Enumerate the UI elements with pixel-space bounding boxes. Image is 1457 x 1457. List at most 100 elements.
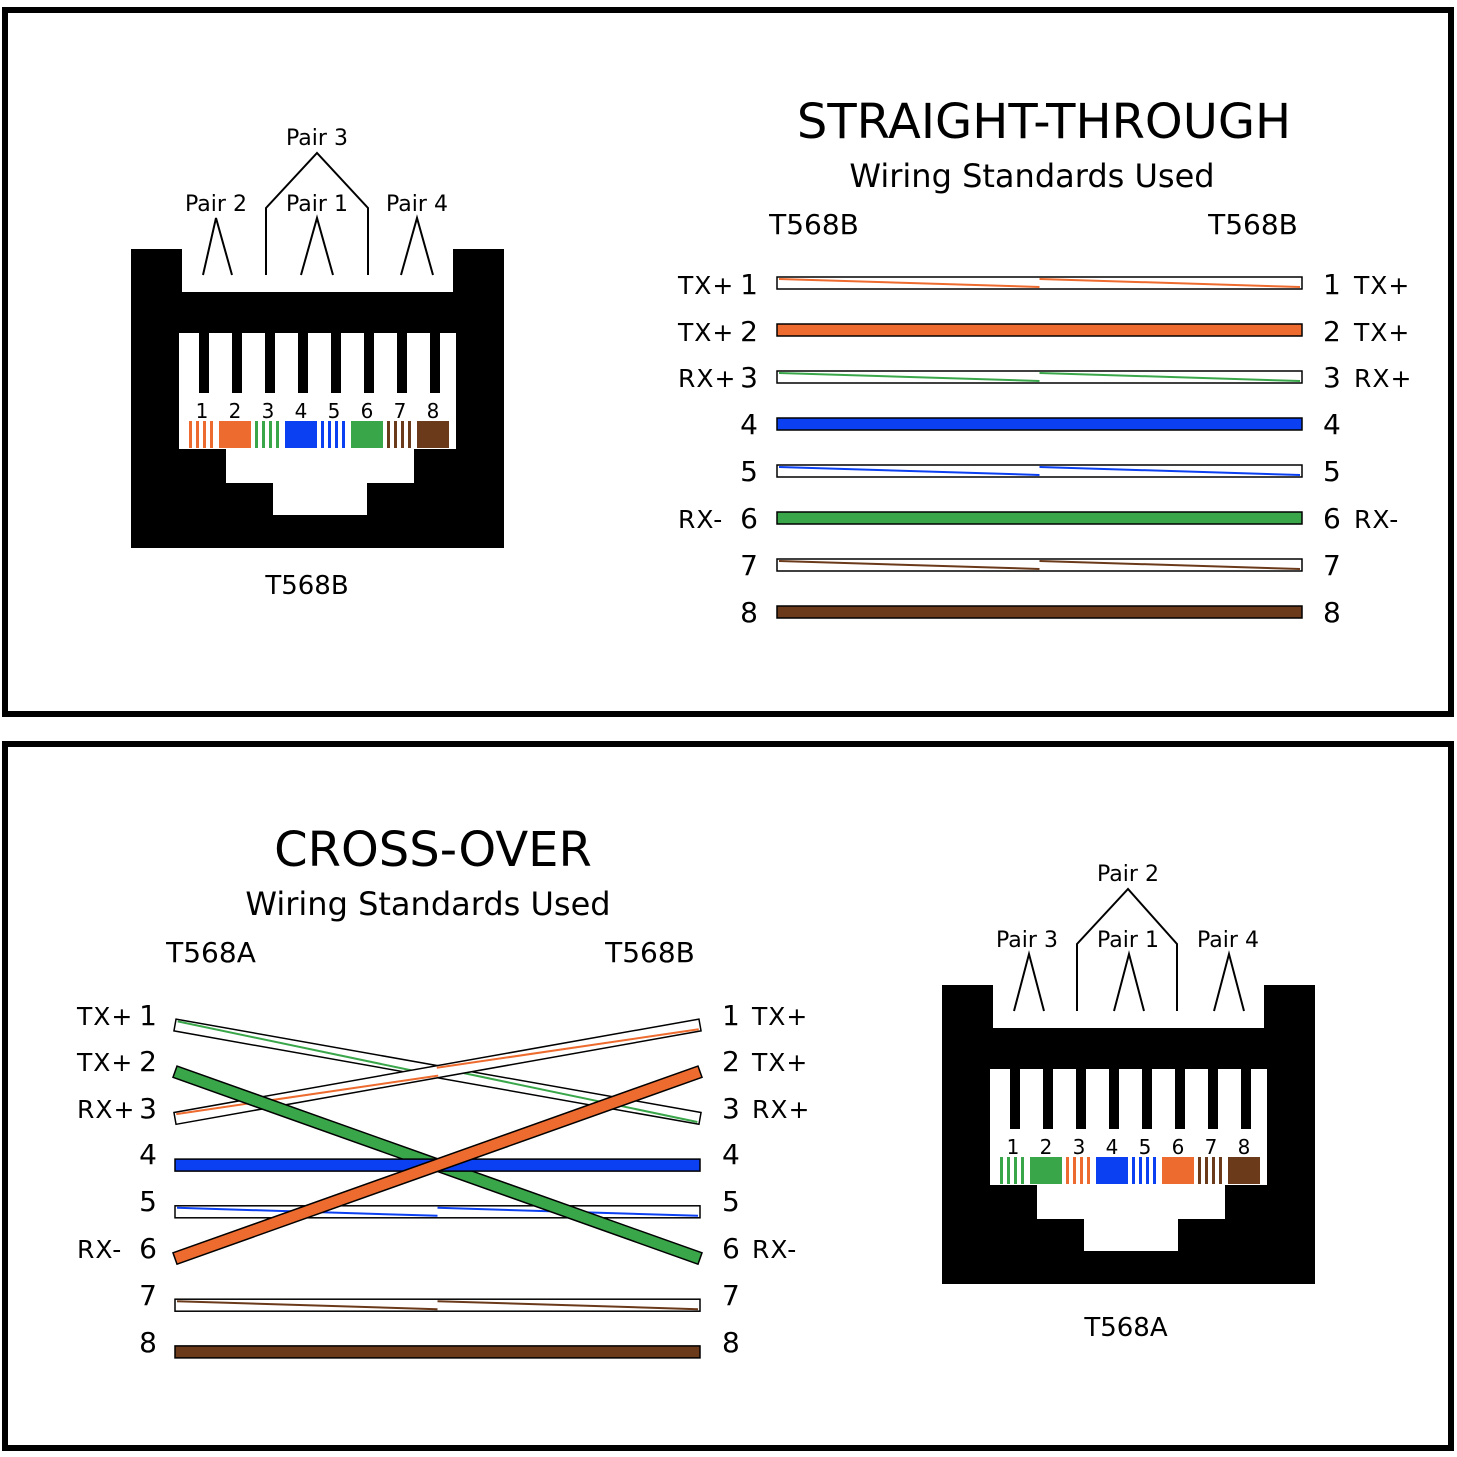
solid-wire — [776, 511, 1303, 525]
jack-pin-numbers: 1 2 3 4 5 6 7 8 — [1007, 1135, 1251, 1159]
striped-wire — [174, 1298, 701, 1312]
pin-number: 8 — [740, 596, 758, 629]
jack-pin-numbers: 1 2 3 4 5 6 7 8 — [196, 399, 440, 423]
pin-number: 5 — [1323, 455, 1341, 488]
pair-label: Pair 1 — [286, 192, 348, 217]
pin-number: 1 — [139, 999, 157, 1032]
panel-subtitle: Wiring Standards Used — [245, 885, 610, 923]
signal-label: TX+ — [1353, 271, 1410, 300]
signal-label: TX+ — [677, 271, 734, 300]
pair-label: Pair 3 — [996, 928, 1058, 953]
right-standard-label: T568B — [1207, 208, 1298, 241]
jack-pin-number: 1 — [1007, 1135, 1020, 1159]
solid-wire — [776, 323, 1303, 337]
pin-number: 3 — [1323, 361, 1341, 394]
jack-pin-number: 3 — [1073, 1135, 1086, 1159]
pin-number: 6 — [740, 502, 758, 535]
jack-pin-number: 7 — [394, 399, 407, 423]
jack-pin-number: 8 — [427, 399, 440, 423]
jack-pin-number: 3 — [262, 399, 275, 423]
solid-pin-swatch — [1096, 1157, 1128, 1184]
pin-number: 4 — [139, 1138, 157, 1171]
pair-label: Pair 4 — [386, 192, 448, 217]
pin-number: 6 — [722, 1232, 740, 1265]
pin-number: 4 — [1323, 408, 1341, 441]
jack-pin-number: 6 — [1172, 1135, 1185, 1159]
pin-number: 6 — [1323, 502, 1341, 535]
panel-title: STRAIGHT-THROUGH — [797, 94, 1291, 150]
signal-label: RX- — [77, 1235, 122, 1264]
striped-pin-swatch — [318, 421, 350, 448]
solid-wire — [776, 605, 1303, 619]
panel-subtitle: Wiring Standards Used — [849, 157, 1214, 195]
pin-number: 8 — [139, 1326, 157, 1359]
striped-wire — [173, 1018, 702, 1126]
signal-label: RX- — [678, 505, 723, 534]
pin-number: 4 — [740, 408, 758, 441]
pin-number: 3 — [740, 361, 758, 394]
jack-pin-number: 7 — [1205, 1135, 1218, 1159]
pin-number: 1 — [722, 999, 740, 1032]
signal-label: TX+ — [76, 1002, 133, 1031]
pin-number: 7 — [722, 1279, 740, 1312]
pin-number: 1 — [740, 268, 758, 301]
panel-frame — [2, 741, 1454, 1451]
striped-wire — [776, 370, 1303, 384]
solid-pin-swatch — [417, 421, 449, 448]
left-pin-labels: 1 2 3 4 5 6 7 8 TX+ TX+ RX+ RX- — [76, 999, 157, 1359]
jack-pin-number: 5 — [328, 399, 341, 423]
jack-caption: T568A — [1083, 1313, 1168, 1343]
striped-pin-swatch — [252, 421, 284, 448]
jack-caption: T568B — [264, 571, 348, 601]
pin-number: 4 — [722, 1138, 740, 1171]
pair-label: Pair 2 — [185, 192, 247, 217]
signal-label: RX+ — [752, 1095, 810, 1124]
jack-contacts — [1010, 1069, 1251, 1129]
pin-number: 2 — [139, 1045, 157, 1078]
pin-number: 1 — [1323, 268, 1341, 301]
striped-pin-swatch — [186, 421, 218, 448]
pin-number: 3 — [139, 1092, 157, 1125]
signal-label: TX+ — [677, 318, 734, 347]
right-pin-labels: 1 2 3 4 5 6 7 8 TX+ TX+ RX+ RX- — [1323, 268, 1412, 629]
striped-wire — [776, 276, 1303, 290]
striped-pin-swatch — [1129, 1157, 1161, 1184]
solid-pin-swatch — [219, 421, 251, 448]
signal-label: TX+ — [751, 1048, 808, 1077]
jack-pin-number: 1 — [196, 399, 209, 423]
pin-number: 6 — [139, 1232, 157, 1265]
left-pin-labels: 1 2 3 4 5 6 7 8 TX+ TX+ RX+ RX- — [677, 268, 758, 629]
solid-wire — [776, 417, 1303, 431]
jack-pin-number: 2 — [229, 399, 242, 423]
cross-over-panel: CROSS-OVER Wiring Standards Used T568A T… — [2, 741, 1454, 1451]
signal-label: RX+ — [1354, 364, 1412, 393]
pin-number: 2 — [1323, 315, 1341, 348]
panel-frame — [2, 7, 1454, 717]
jack-pin-number: 8 — [1238, 1135, 1251, 1159]
right-pin-labels: 1 2 3 4 5 6 7 8 TX+ TX+ RX+ RX- — [722, 999, 810, 1359]
pin-number: 7 — [139, 1279, 157, 1312]
striped-pin-swatch — [1063, 1157, 1095, 1184]
signal-label: TX+ — [751, 1002, 808, 1031]
pair-label: Pair 4 — [1197, 928, 1259, 953]
rj45-jack-t568a: 1 2 3 4 5 6 7 8 Pair 3 Pair 2 Pair 1 Pai… — [942, 862, 1315, 1343]
panel-title: CROSS-OVER — [274, 822, 592, 878]
jack-pin-number: 4 — [1106, 1135, 1119, 1159]
pair-label: Pair 3 — [286, 126, 348, 151]
pin-number: 2 — [722, 1045, 740, 1078]
wire-group — [776, 276, 1303, 619]
jack-pin-number: 6 — [361, 399, 374, 423]
left-standard-label: T568A — [165, 936, 256, 969]
jack-pin-number: 5 — [1139, 1135, 1152, 1159]
jack-pin-number: 2 — [1040, 1135, 1053, 1159]
pair-callouts — [202, 151, 434, 276]
signal-label: RX- — [752, 1235, 797, 1264]
jack-body — [131, 249, 504, 548]
jack-pin-colors — [997, 1157, 1260, 1184]
signal-label: RX+ — [77, 1095, 135, 1124]
straight-through-panel: STRAIGHT-THROUGH Wiring Standards Used T… — [2, 7, 1454, 717]
striped-wire — [776, 464, 1303, 478]
solid-wire — [172, 1065, 703, 1266]
solid-pin-swatch — [1162, 1157, 1194, 1184]
